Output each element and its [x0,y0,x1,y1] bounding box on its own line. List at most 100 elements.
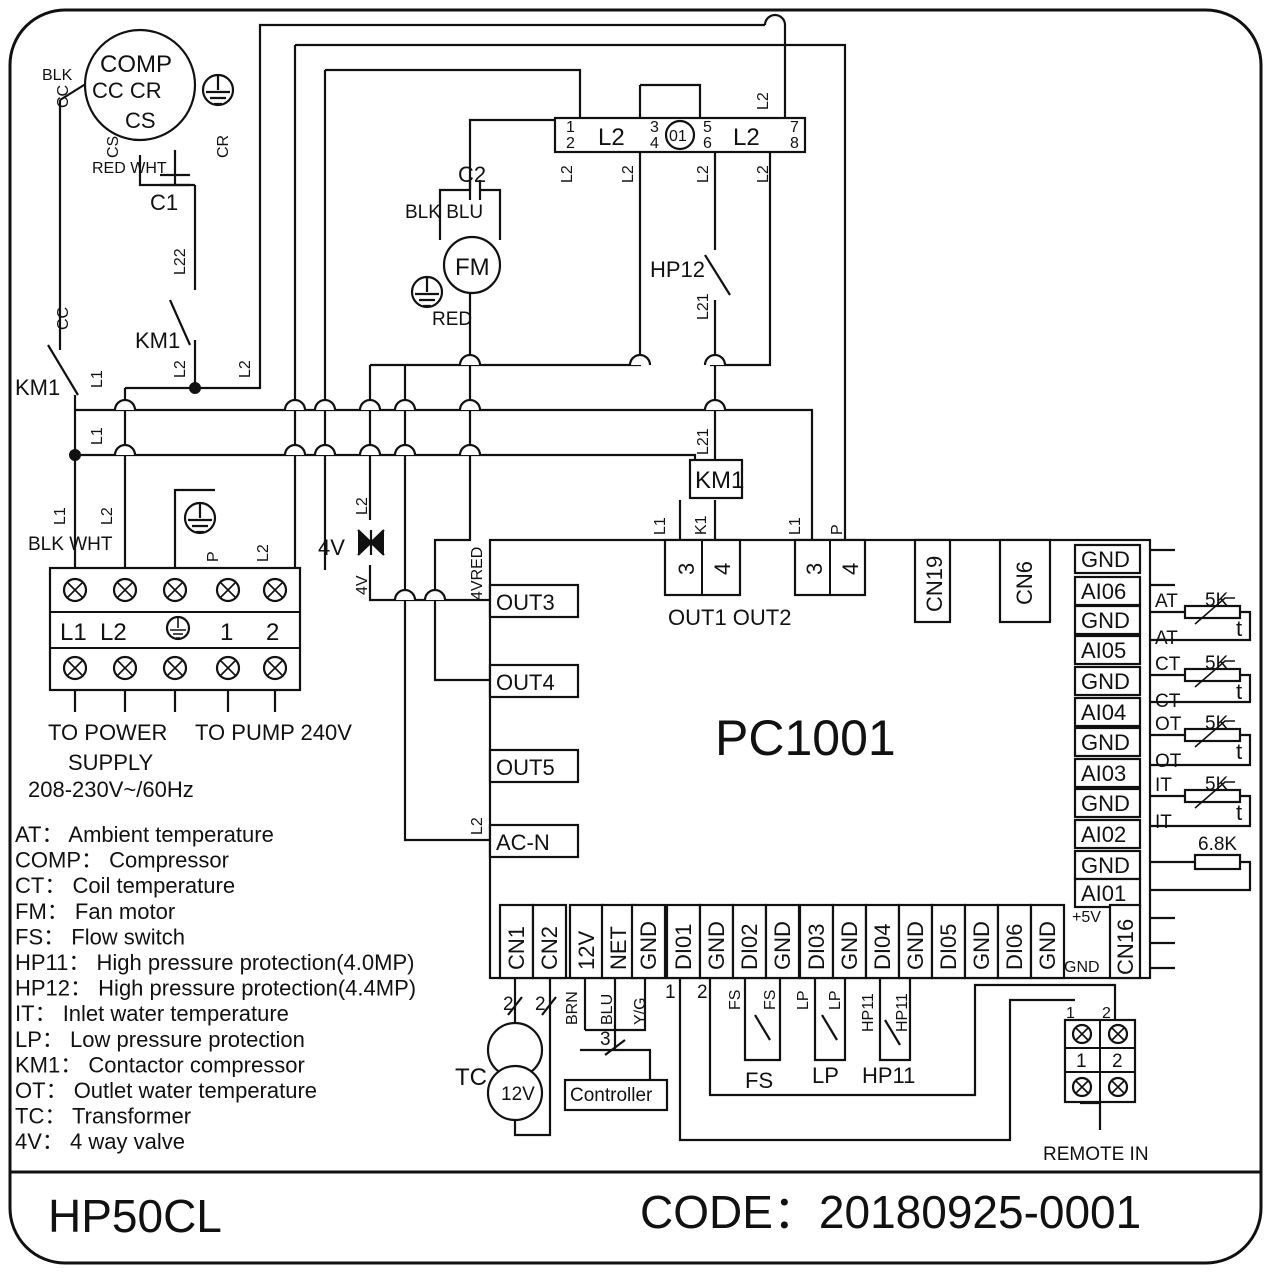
legend-desc: Compressor [109,848,229,873]
bottom-pin-label: GND [1035,921,1060,970]
bottom-pin-box [568,903,605,980]
legend-abbr: 4V [15,1129,42,1154]
pb-label-1: 1 [220,619,233,646]
km1-coil-label: KM1 [695,467,744,494]
four-way-valve: 4V L2 4V [318,497,385,595]
relay-pin: 3 [674,563,699,575]
legend-desc: Transformer [72,1104,191,1129]
relay-labels: OUT1 OUT2 [668,605,791,630]
fan-cap: C2 [458,162,486,187]
fan-motor: FM C2 BLK BLU RED [405,162,502,330]
right-pin-label: GND [1081,853,1130,878]
pb-label-2: 2 [266,619,279,646]
legend-sep: ： [44,1104,72,1129]
controller-count: 3 [600,1029,611,1050]
out4-label: OUT4 [496,670,555,695]
l2-wire-label: L2 [99,507,116,525]
legend-sep: ： [35,1001,63,1026]
bottom-pin-label: GND [770,921,795,970]
legend-item: LP： Low pressure protection [15,1027,305,1052]
sensor-tag: CT [1155,691,1181,712]
bottom-pin-label: 12V [574,931,599,970]
relay-pin: 4 [838,563,863,575]
legend-item: COMP： Compressor [15,848,229,873]
bottom-pin-label: DI04 [870,924,895,970]
bottom-pin-box [498,903,535,980]
relay-wire-label: L1 [787,517,804,535]
bottom-pin-label: GND [704,921,729,970]
cn16-label: CN16 [1113,919,1138,975]
remote-in-terminal: 1 2 1 2 [1063,1005,1137,1104]
right-pin-box [1073,757,1142,789]
legend-sep: ： [70,976,98,1001]
di01-wire: 1 [665,982,676,1003]
remote-in-label: REMOTE IN [1043,1144,1149,1165]
remote-n1: 1 [1076,1051,1087,1072]
screw-row-top [62,577,288,603]
cn16-connector [1108,903,1142,980]
right-pin-box [1073,665,1142,697]
relay-wire-label: K1 [693,515,710,535]
right-pin-label: AI04 [1081,700,1126,725]
bottom-pin-box [698,903,735,980]
l2-wire-label: L2 [695,165,712,183]
l22-label: L22 [172,248,189,275]
l2-wire-label: L2 [620,165,637,183]
ground-icon [183,501,217,535]
transformer-name: TC [455,1064,487,1091]
relay-wire-label: P [829,524,846,535]
relay-pin: 4 [710,563,735,575]
sensor-tag: OT [1155,714,1182,735]
svg-text:CODE：20180925-0001: CODE：20180925-0001 [640,1186,1141,1238]
cn19-connector [913,538,952,624]
sensor-tag: AT [1155,591,1178,612]
legend-item: FM： Fan motor [15,899,175,924]
sensor-tag: IT [1155,775,1172,796]
remote-n1-top: 1 [1066,1005,1075,1022]
fan-red: RED [432,309,472,330]
bottom-pin-label: DI01 [671,924,696,970]
wire-crossovers [113,13,787,601]
pb-label-l2: L2 [100,619,127,646]
legend-desc: Low pressure protection [70,1027,305,1052]
right-pin-label: AI03 [1081,761,1126,786]
legend-desc: Flow switch [71,924,185,949]
legend-item: 4V： 4 way valve [15,1129,185,1154]
thermistor-icon [1183,604,1242,620]
right-pin-label: GND [1081,608,1130,633]
switch-lp-tag: LP [827,990,844,1010]
bottom-pin-label: NET [606,926,631,970]
bottom-pin-label: DI02 [737,924,762,970]
legend-abbr: COMP [15,848,81,873]
right-pin-box [1073,634,1142,666]
bottom-pin-label: GND [903,921,928,970]
bottom-pin-box [1029,903,1066,980]
fan-name: FM [455,254,490,281]
controller-wire: Y/G [632,997,649,1025]
compressor-terms: CC CR [92,78,162,103]
compressor-cs-side: CS [105,136,122,158]
term-mid: 01 [669,128,687,145]
out3-box [488,583,580,619]
legend-abbr: CT [15,873,44,898]
compressor-cr-side: CR [215,135,232,158]
legend-sep: ： [46,1078,74,1103]
legend-item: AT： Ambient temperature [15,822,274,847]
compressor-name: COMP [100,51,172,78]
bottom-pin-label: GND [837,921,862,970]
switch-lp: LP LP LP [795,990,844,1088]
cn-two: 2 [535,994,546,1015]
legend-sep: ： [42,1129,70,1154]
km1-coil [688,458,744,500]
term-pin: 2 [566,135,575,152]
legend-item: HP12： High pressure protection(4.4MP) [15,976,416,1001]
thermistor-icon [1183,788,1242,804]
outer-frame [8,8,1263,1265]
code-label: CODE [640,1186,773,1238]
ground-icon [165,615,191,641]
code-separator: ： [773,1186,819,1238]
cn19-label: CN19 [922,556,947,612]
legend-desc: Outlet water temperature [74,1078,317,1103]
